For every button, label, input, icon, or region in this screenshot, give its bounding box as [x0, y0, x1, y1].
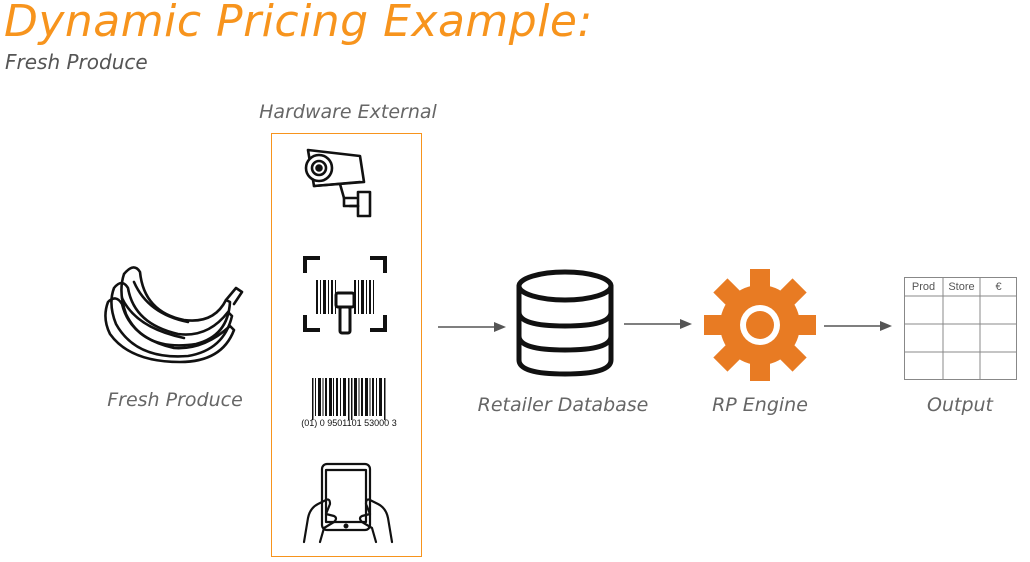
tablet-icon	[302, 462, 394, 544]
table-header-store: Store	[948, 281, 975, 293]
engine-label: RP Engine	[712, 394, 808, 416]
output-label: Output	[927, 394, 993, 416]
database-label: Retailer Database	[477, 394, 649, 416]
arrow-db-to-engine	[624, 319, 692, 329]
arrow-hw-to-db	[438, 322, 506, 332]
table-header-euro: €	[995, 281, 1002, 293]
produce-label: Fresh Produce	[107, 389, 243, 411]
database-icon	[516, 269, 614, 377]
barcode-scanner-icon	[303, 256, 387, 335]
table-icon	[904, 277, 1017, 380]
table-header-prod: Prod	[911, 281, 936, 293]
bananas-icon	[104, 266, 244, 364]
hardware-box	[271, 133, 422, 557]
barcode-icon	[312, 378, 386, 420]
page-title: Dynamic Pricing Example:	[4, 0, 593, 47]
arrow-engine-to-output	[824, 321, 892, 331]
barcode-digits: (01) 0 9501101 53000 3	[301, 418, 397, 428]
hardware-caption: Hardware External	[259, 101, 437, 123]
page-subtitle: Fresh Produce	[5, 50, 148, 74]
gear-icon	[704, 269, 816, 381]
security-camera-icon	[304, 148, 372, 218]
